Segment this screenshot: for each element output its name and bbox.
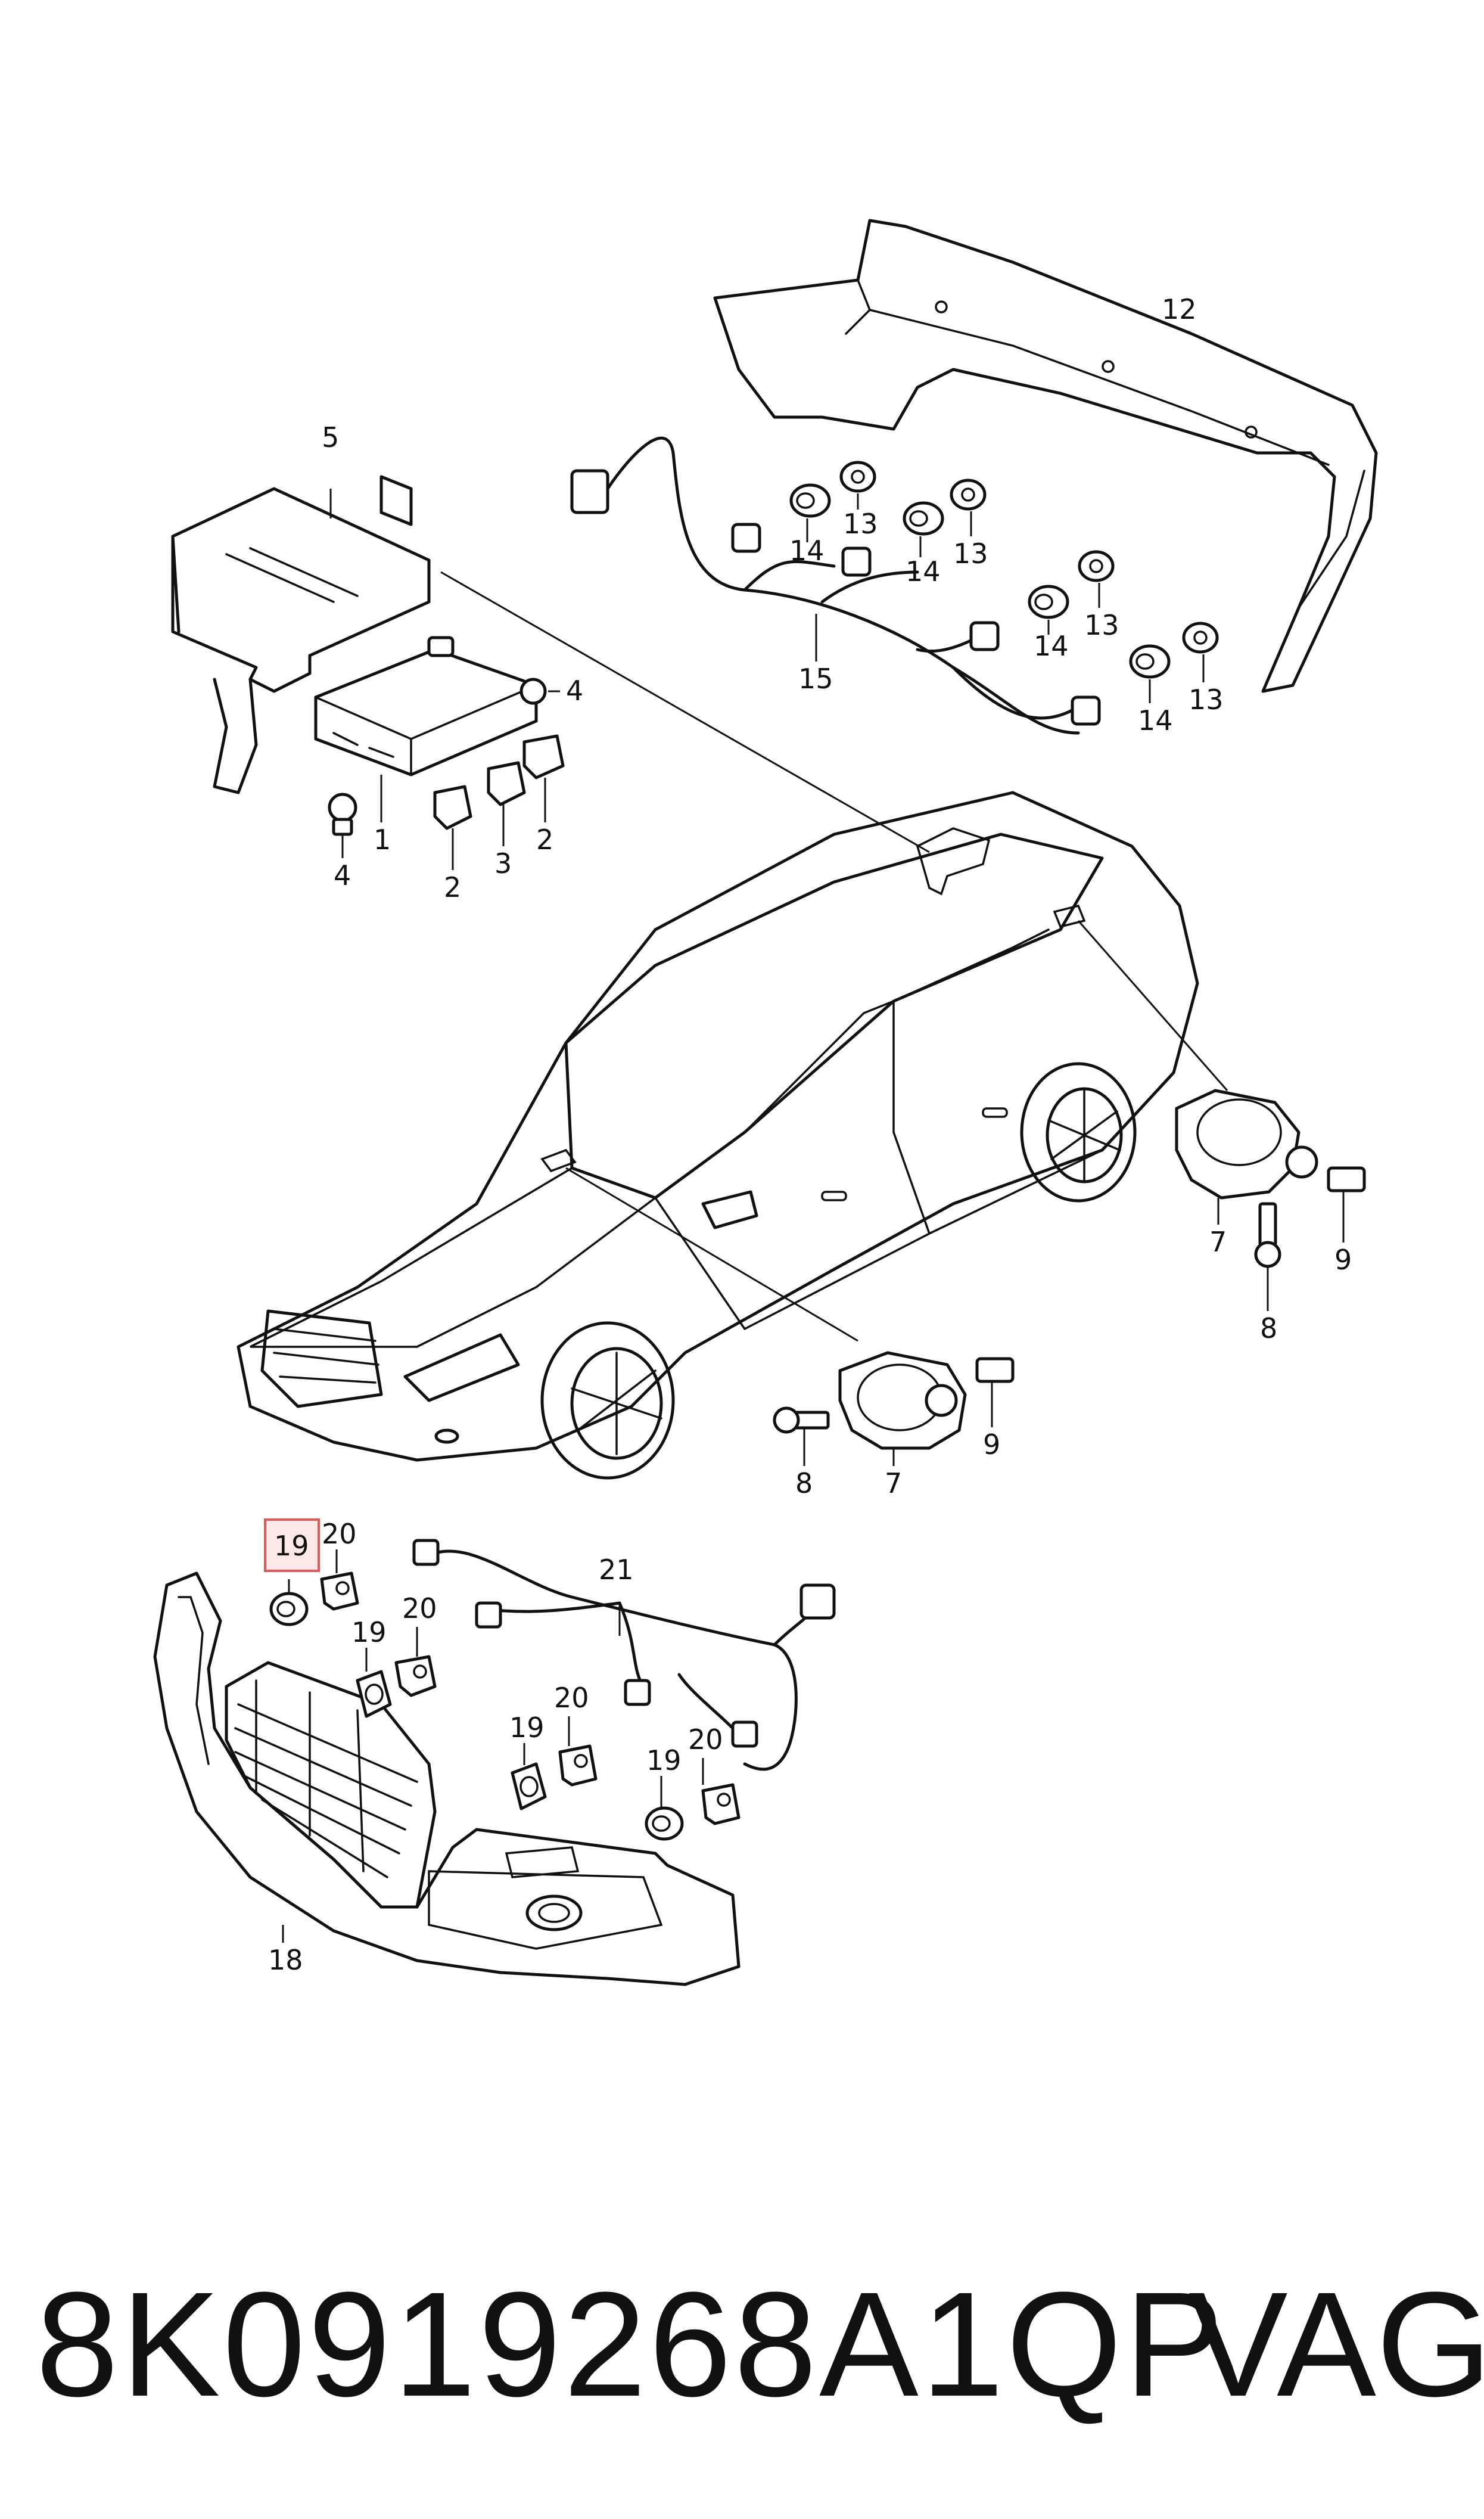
- callout-19: 19: [351, 1616, 387, 1648]
- warning-buzzer-rear: [1175, 1089, 1366, 1311]
- rear-parking-sensors: [789, 461, 1219, 703]
- callout-9: 9: [983, 1428, 1000, 1461]
- callout-14: 14: [1034, 630, 1069, 662]
- front-bumper: [153, 1571, 741, 1986]
- callout-14: 14: [1138, 704, 1173, 737]
- callout-8: 8: [795, 1467, 813, 1499]
- callout-14: 14: [906, 555, 941, 588]
- front-wiring-harness: [412, 1539, 836, 1771]
- callout-14: 14: [789, 535, 825, 567]
- callout-13: 13: [843, 508, 878, 540]
- callout-3: 3: [494, 847, 512, 880]
- callout-15: 15: [798, 663, 833, 695]
- callout-19-highlighted: 19: [274, 1530, 309, 1562]
- callout-4: 4: [334, 859, 351, 892]
- callout-2: 2: [536, 824, 553, 856]
- callout-8: 8: [1260, 1312, 1277, 1344]
- callout-19: 19: [509, 1712, 545, 1744]
- callout-13: 13: [1189, 684, 1224, 716]
- callout-labels: 12 5 13 14 14 13 13 14 15 13 14 4 1 2 3 …: [268, 293, 1352, 1976]
- callout-7: 7: [885, 1467, 902, 1499]
- callout-1: 1: [374, 824, 391, 856]
- car-illustration: [237, 791, 1228, 1480]
- callout-20: 20: [322, 1518, 357, 1550]
- callout-4: 4: [566, 675, 583, 707]
- front-parking-sensors: [269, 1549, 741, 1841]
- callout-5: 5: [322, 421, 339, 454]
- callout-20: 20: [554, 1682, 589, 1714]
- callout-13: 13: [1084, 609, 1119, 641]
- rear-bumper: [713, 219, 1378, 693]
- control-unit-assembly: [171, 475, 930, 870]
- brand-name: VAG: [1189, 2261, 1484, 2427]
- callout-7: 7: [1209, 1226, 1227, 1258]
- callout-2: 2: [444, 871, 461, 903]
- callout-20: 20: [688, 1723, 723, 1756]
- callout-13: 13: [953, 538, 988, 570]
- callout-19: 19: [646, 1744, 682, 1776]
- callout-12: 12: [1162, 293, 1197, 325]
- callout-18: 18: [268, 1944, 303, 1976]
- callout-21: 21: [599, 1554, 634, 1586]
- callout-20: 20: [402, 1592, 437, 1625]
- part-number: 8K0919268A1QP: [36, 2261, 1227, 2427]
- warning-buzzer-front: [773, 1351, 1015, 1466]
- highlight-box-19: [264, 1518, 320, 1572]
- callout-9: 9: [1334, 1244, 1352, 1276]
- rear-wiring-harness: [570, 436, 1101, 735]
